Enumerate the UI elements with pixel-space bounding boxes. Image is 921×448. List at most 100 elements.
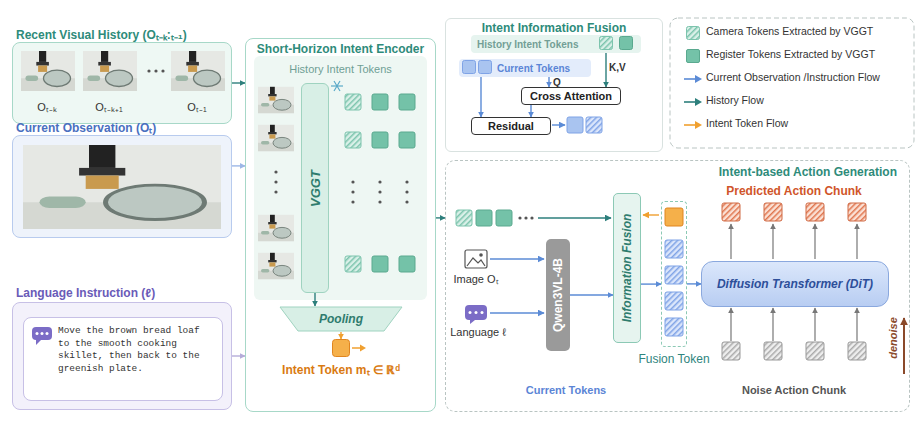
rect-shape bbox=[465, 305, 487, 320]
circle-shape bbox=[41, 332, 44, 335]
rect-shape bbox=[600, 37, 613, 50]
fusion-token-column bbox=[664, 202, 686, 346]
path-shape bbox=[36, 340, 41, 345]
rect-shape bbox=[665, 208, 683, 226]
rect-shape bbox=[463, 61, 476, 74]
edge-label: K,V bbox=[609, 62, 626, 73]
history-frame bbox=[258, 87, 294, 113]
rect-shape bbox=[687, 27, 700, 40]
node-text: Cross Attention bbox=[530, 90, 612, 102]
connector bbox=[548, 77, 549, 87]
rect-shape bbox=[665, 266, 683, 284]
history-frame bbox=[258, 125, 294, 151]
line-shape bbox=[814, 308, 815, 341]
history-token-row bbox=[456, 210, 534, 226]
history-flow-arrow bbox=[538, 217, 611, 218]
node-text: Language Instruction (ℓ) bbox=[16, 286, 155, 300]
legend-line-sample bbox=[684, 74, 702, 84]
rect-shape bbox=[345, 132, 361, 148]
current-tokens bbox=[462, 60, 492, 74]
rect-shape bbox=[345, 94, 361, 110]
rect-shape bbox=[399, 256, 415, 272]
text-label: Language ℓ bbox=[450, 326, 506, 338]
pooling-trapezoid: Pooling bbox=[279, 306, 403, 332]
rect-shape bbox=[456, 210, 472, 226]
connector bbox=[232, 165, 245, 166]
text-label: Oₜ₋₁ bbox=[187, 99, 206, 114]
denoise-arrow bbox=[903, 318, 905, 374]
line-shape bbox=[684, 101, 696, 103]
legend-line-sample bbox=[684, 120, 702, 130]
language-flow-arrow bbox=[490, 312, 544, 313]
rect-shape bbox=[806, 342, 824, 360]
vggt-block: VGGT bbox=[301, 83, 329, 293]
circle-shape bbox=[405, 190, 408, 193]
circle-shape bbox=[469, 311, 472, 314]
line-shape bbox=[334, 81, 340, 91]
circle-shape bbox=[378, 180, 381, 183]
chat-icon bbox=[31, 326, 53, 346]
legend-text: Intent Token Flow bbox=[706, 117, 788, 129]
circle-shape bbox=[479, 253, 483, 257]
fused-token bbox=[567, 117, 583, 133]
rect-shape bbox=[465, 250, 487, 268]
rect-shape bbox=[479, 61, 492, 74]
connector bbox=[641, 283, 661, 284]
text-label: Oₜ₋ₖ₊₁ bbox=[95, 99, 122, 114]
rect-shape bbox=[722, 342, 740, 360]
process-box: Residual bbox=[471, 117, 551, 135]
rect-shape bbox=[764, 203, 782, 221]
text-label: Noise Action Chunk bbox=[742, 384, 846, 396]
line-shape bbox=[856, 224, 857, 259]
polygon-shape bbox=[695, 98, 702, 106]
line-shape bbox=[730, 224, 731, 259]
node-text: Short-Horizon Intent Encoder bbox=[246, 42, 435, 56]
history-frame bbox=[258, 215, 294, 241]
legend-box bbox=[670, 18, 914, 148]
use-shape bbox=[23, 145, 221, 229]
polyline-shape bbox=[467, 258, 485, 266]
process-box: Cross Attention bbox=[521, 87, 621, 105]
node-text: Move the brown bread loaf to the smooth … bbox=[58, 325, 214, 375]
line-shape bbox=[856, 308, 857, 341]
node-text: Information Fusion bbox=[620, 214, 634, 323]
line-shape bbox=[772, 308, 773, 341]
circle-shape bbox=[351, 190, 354, 193]
circle-shape bbox=[274, 170, 277, 173]
rect-shape bbox=[620, 37, 633, 50]
legend-line-sample bbox=[684, 97, 702, 107]
rect-shape bbox=[399, 94, 415, 110]
use-shape bbox=[21, 51, 75, 91]
scene-image bbox=[23, 145, 221, 229]
connector bbox=[480, 77, 481, 117]
node-text: Intent Token mₜ ∈ ℝᵈ bbox=[263, 361, 419, 378]
circle-shape bbox=[405, 200, 408, 203]
edge-label: Q bbox=[553, 77, 561, 88]
line-shape bbox=[814, 224, 815, 259]
polygon-shape bbox=[280, 307, 402, 331]
connector bbox=[232, 355, 245, 356]
residual-output-arrow bbox=[552, 124, 565, 125]
circle-shape bbox=[378, 190, 381, 193]
connector bbox=[605, 53, 606, 87]
circle-shape bbox=[530, 216, 533, 219]
input-panel: Current Observation (Oₜ) bbox=[12, 135, 232, 238]
vertical-dots bbox=[351, 180, 408, 203]
rect-shape bbox=[665, 292, 683, 310]
circle-shape bbox=[274, 190, 277, 193]
token-strip: Current Tokens bbox=[459, 59, 591, 77]
rect-shape bbox=[806, 203, 824, 221]
predicted-action-chunk bbox=[722, 203, 866, 221]
image-icon bbox=[465, 250, 487, 268]
vlm-block: Qwen3VL-4B bbox=[546, 239, 570, 351]
vertical-dots bbox=[274, 170, 277, 193]
node-text: Pooling bbox=[319, 312, 363, 326]
fused-token bbox=[586, 117, 602, 133]
text-label: denoise bbox=[887, 317, 899, 359]
connector bbox=[436, 217, 445, 218]
instruction-box: Move the brown bread loaf to the smooth … bbox=[23, 317, 223, 401]
dit-block: Diffusion Transformer (DiT) bbox=[701, 261, 889, 307]
legend-text: History Flow bbox=[706, 94, 764, 106]
path-shape bbox=[470, 320, 475, 324]
intent-flow-arrow bbox=[643, 214, 659, 215]
